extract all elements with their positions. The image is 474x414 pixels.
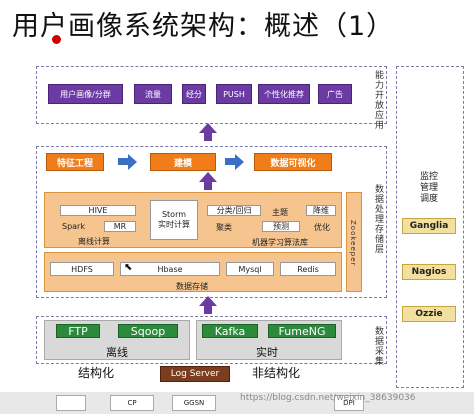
arrow-right-icon [128,154,137,170]
cursor-dot [52,35,61,44]
monitor-frame [396,66,464,388]
arrow-right-icon [235,154,244,170]
structured-label: 结构化 [78,366,115,380]
log-server-button[interactable]: Log Server [160,366,230,382]
nagios-button[interactable]: Nagios [402,264,456,280]
ml-box-reduce: 降维 [306,205,336,216]
ml-cluster-label: 聚类 [216,223,232,232]
watermark: https://blog.csdn.net/weixin_38639036 [240,393,416,403]
storage-redis: Redis [280,262,336,276]
app-button-ads[interactable]: 广告 [318,84,352,104]
app-button-traffic[interactable]: 流量 [134,84,172,104]
arrow-up-icon [199,123,217,133]
source-ggsn: GGSN [172,395,216,411]
kafka-button[interactable]: Kafka [202,324,258,338]
sqoop-button[interactable]: Sqoop [118,324,178,338]
zookeeper-label: Zookeeper [349,220,357,267]
ml-topic-label: 主题 [272,208,288,217]
app-layer-label: 能力开放应用 [373,70,383,130]
ml-box-classify: 分类/回归 [207,205,261,216]
storm-box: Storm 实时计算 [150,200,198,240]
hive-box: HIVE [60,205,136,216]
fumeng-button[interactable]: FumeNG [268,324,336,338]
ml-library-label: 机器学习算法库 [252,238,308,247]
offline-label: 离线 [106,346,128,359]
ml-optimize-label: 优化 [314,223,330,232]
source-dpi: DPI [334,395,364,411]
mouse-cursor-icon: ⬉ [124,262,133,273]
storage-hbase: Hbase [120,262,220,276]
app-button-analysis[interactable]: 经分 [182,84,206,104]
app-button-push[interactable]: PUSH [216,84,252,104]
modeling-button[interactable]: 建模 [150,153,216,171]
realtime-label: 实时 [256,346,278,359]
unstructured-label: 非结构化 [252,366,301,380]
arrow-right-stem-2 [225,158,235,165]
app-button-portrait[interactable]: 用户画像/分群 [48,84,123,104]
app-button-recommend[interactable]: 个性化推荐 [258,84,310,104]
offline-compute-label: 离线计算 [78,237,110,246]
ganglia-button[interactable]: Ganglia [402,218,456,234]
feature-engineering-button[interactable]: 特征工程 [46,153,104,171]
collect-layer-frame [36,316,387,364]
zookeeper-bar [346,192,362,292]
monitor-label: 监控管理调度 [420,172,439,204]
storm-label: Storm [161,210,187,219]
page-title: 用户画像系统架构：概述（1） [12,11,395,42]
ml-box-predict: 预测 [262,221,300,232]
storage-mysql: Mysql [226,262,274,276]
collect-layer-label: 数据采集 [373,326,383,366]
arrow-up-icon [199,172,217,182]
ozzie-button[interactable]: Ozzie [402,306,456,322]
data-storage-label: 数据存储 [176,282,208,291]
arrow-up-stem-2 [204,182,212,190]
ftp-button[interactable]: FTP [56,324,100,338]
spark-label: Spark [62,222,85,231]
mr-box: MR [104,221,136,232]
arrow-up-stem-3 [204,306,212,314]
source-cp: CP [110,395,154,411]
arrow-up-stem-1 [204,133,212,141]
process-layer-label: 数据处理存储层 [373,184,383,254]
storage-hdfs: HDFS [50,262,114,276]
arrow-up-icon [199,296,217,306]
data-visualization-button[interactable]: 数据可视化 [254,153,332,171]
arrow-right-stem-1 [118,158,128,165]
realtime-compute-label: 实时计算 [158,220,190,229]
source-box-empty [56,395,86,411]
